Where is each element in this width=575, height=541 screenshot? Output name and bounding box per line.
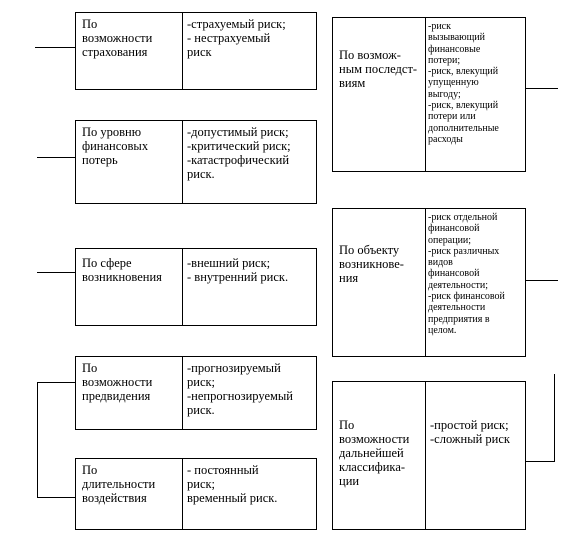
- connector-line: [35, 47, 75, 49]
- connector-line: [525, 461, 555, 463]
- category-values: - постоянный риск; временный риск.: [187, 463, 278, 505]
- connector-line: [37, 497, 75, 499]
- connector-line: [37, 157, 75, 159]
- category-values: -простой риск; -сложный риск: [430, 418, 510, 446]
- category-label: По возможности страхования: [82, 17, 153, 59]
- classification-box-duration: По длительности воздействия - постоянный…: [75, 458, 317, 530]
- connector-line: [37, 382, 75, 384]
- category-values: -внешний риск; - внутренний риск.: [187, 256, 289, 284]
- classification-box-insurance: По возможности страхования -страхуемый р…: [75, 12, 317, 90]
- classification-box-loss-level: По уровню финансовых потерь -допустимый …: [75, 120, 317, 204]
- category-values: -риск вызывающий финансовые потери; -рис…: [428, 21, 499, 145]
- category-label: По уровню финансовых потерь: [82, 125, 149, 167]
- category-label: По длительности воздействия: [82, 463, 156, 505]
- classification-box-origin-sphere: По сфере возникновения -внешний риск; - …: [75, 248, 317, 326]
- classification-box-further-classification: По возможности дальнейшей классифика- ци…: [332, 381, 526, 530]
- connector-line: [554, 374, 556, 462]
- connector-line: [37, 382, 39, 498]
- connector-line: [525, 280, 558, 282]
- category-label: По возможности дальнейшей классифика- ци…: [339, 418, 410, 488]
- connector-line: [525, 88, 558, 90]
- classification-box-consequences: По возмож- ным последст- виям -риск вызы…: [332, 17, 526, 172]
- category-label: По объекту возникнове- ния: [339, 243, 404, 285]
- classification-box-foresight: По возможности предвидения -прогнозируем…: [75, 356, 317, 430]
- category-values: -страхуемый риск; - нестрахуемый риск: [187, 17, 286, 59]
- category-values: -прогнозируемый риск; -непрогнозируемый …: [187, 361, 293, 417]
- connector-line: [37, 272, 75, 274]
- category-label: По возмож- ным последст- виям: [339, 48, 418, 90]
- category-values: -допустимый риск; -критический риск; -ка…: [187, 125, 291, 181]
- category-label: По возможности предвидения: [82, 361, 153, 403]
- category-values: -риск отдельной финансовой операции; -ри…: [428, 212, 505, 336]
- classification-box-object: По объекту возникнове- ния -риск отдельн…: [332, 208, 526, 357]
- category-label: По сфере возникновения: [82, 256, 162, 284]
